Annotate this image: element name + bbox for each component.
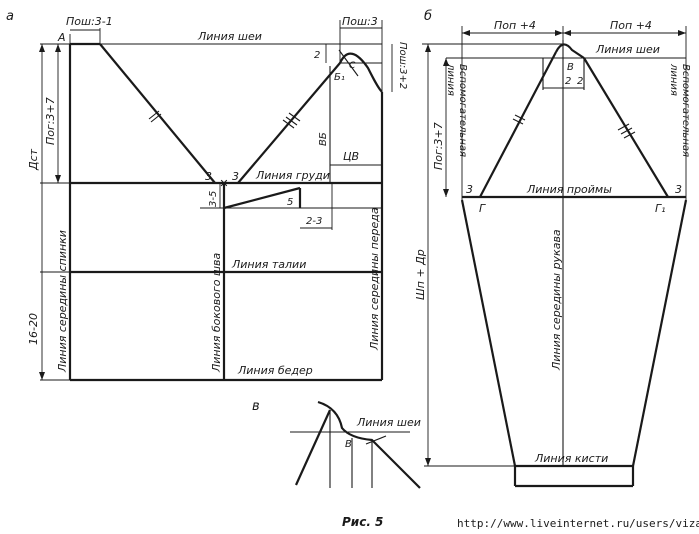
neck-line-label: Линия шеи — [197, 30, 262, 43]
dim-length: Шп + Др — [414, 249, 427, 300]
point-g: Г — [479, 202, 486, 215]
dim-left-depth: Пог:3+7 — [44, 97, 57, 145]
tick — [514, 114, 526, 121]
arrow — [39, 372, 45, 380]
v-left-line — [294, 409, 332, 486]
dim-left-top: Поп +4 — [494, 19, 536, 32]
dim-top-left: Пош:3-1 — [66, 15, 113, 28]
point-g1: Г₁ — [655, 202, 666, 215]
aux-line-right-2: линия — [668, 63, 679, 96]
v-neck-curve — [317, 400, 421, 489]
dim-2-left: 2 — [565, 76, 571, 87]
aux-line-right-1: Вспомогательная — [680, 64, 691, 157]
dim-2-right: 2 — [577, 76, 583, 87]
panel-a: а По — [6, 9, 408, 382]
point-v: В — [567, 62, 574, 73]
dim-16-20: 16-20 — [27, 313, 40, 345]
point-3-left: 3 — [466, 183, 473, 196]
arrow — [563, 30, 571, 36]
waist-line-label: Линия талии — [231, 258, 306, 271]
arrow — [425, 458, 431, 466]
hip-line-label: Линия бедер — [237, 364, 313, 377]
neck-bisector — [338, 49, 359, 77]
aux-line-right-label: Вспомогательная линия — [668, 63, 691, 160]
point-3-left: 3 — [205, 170, 212, 183]
point-3-right: 3 — [232, 170, 239, 183]
panel-v: в Линия шеи В — [252, 399, 421, 489]
dart-upper — [223, 186, 301, 210]
watermark-url[interactable]: http://www.liveinternet.ru/users/vizar/ — [457, 517, 699, 530]
sleeve-center-label: Линия середины рукава — [550, 229, 563, 371]
dim-2: 2 — [314, 50, 320, 61]
dim-depth: Пог:3+7 — [432, 122, 445, 170]
tick — [288, 112, 301, 122]
back-shoulder-diagonal — [99, 43, 216, 184]
front-neck-curve — [339, 52, 383, 93]
panel-v-label: в — [252, 399, 260, 414]
arrow — [443, 189, 449, 197]
dim-3-5: 3-5 — [208, 191, 219, 207]
aux-line-left-label: Вспомогательная линия — [445, 63, 468, 160]
tick — [285, 116, 298, 126]
dim-top-right: Пош:3 — [342, 15, 378, 28]
panel-b: б Поп +4 Поп +4 Линия шеи В 2 2 — [414, 9, 691, 488]
tick — [620, 127, 633, 135]
cap-left-line — [479, 51, 557, 198]
arrow — [678, 30, 686, 36]
point-a: А — [57, 31, 66, 44]
tick — [623, 131, 636, 139]
dim-2-3: 2-3 — [306, 216, 322, 227]
point-c: С — [349, 61, 356, 71]
wrist-line-label: Линия кисти — [534, 452, 608, 465]
sleeve-left-seam — [460, 199, 517, 467]
cross-mark: ✕ — [219, 177, 228, 190]
tick — [617, 123, 630, 131]
arrow — [425, 44, 431, 52]
arrow — [39, 44, 45, 52]
tick — [282, 119, 295, 129]
cap-right-line — [583, 57, 669, 198]
sleeve-cap-top — [555, 43, 585, 59]
sleeve-right-seam — [631, 199, 688, 467]
dim-5: 5 — [287, 197, 293, 208]
chest-line-label: Линия груди — [255, 169, 330, 182]
panel-b-label: б — [424, 9, 432, 24]
dim-right-top: Поп +4 — [610, 19, 652, 32]
dim-right-vertical: Пош:3+2 — [397, 42, 408, 89]
front-shoulder-diagonal — [237, 62, 341, 184]
panel-a-label: а — [6, 9, 14, 24]
arrow — [55, 44, 61, 52]
arrow — [55, 175, 61, 183]
tick — [512, 118, 524, 125]
neck-line-label: Линия шеи — [595, 43, 660, 56]
figure-caption: Рис. 5 — [342, 515, 383, 529]
arrow — [443, 58, 449, 66]
side-seam-label: Линия бокового шва — [210, 252, 223, 373]
front-center-label: Линия середины переда — [368, 207, 381, 351]
v-tick — [365, 435, 387, 445]
dim-vb: ВБ — [318, 132, 329, 146]
point-b1: Б₁ — [334, 72, 345, 83]
point-3-right: 3 — [675, 183, 682, 196]
point-v: В — [345, 439, 352, 450]
tick — [150, 113, 162, 123]
back-center-label: Линия середины спинки — [56, 230, 69, 373]
dim-cv: ЦВ — [343, 150, 359, 163]
arrow — [462, 30, 470, 36]
aux-line-left-2: линия — [445, 63, 456, 96]
dim-dst: Дст — [27, 148, 40, 171]
arrow — [555, 30, 563, 36]
armhole-line-label: Линия проймы — [526, 183, 612, 196]
tick — [148, 110, 160, 120]
aux-line-left-1: Вспомогательная — [457, 64, 468, 157]
neck-line-v-label: Линия шеи — [356, 416, 421, 429]
